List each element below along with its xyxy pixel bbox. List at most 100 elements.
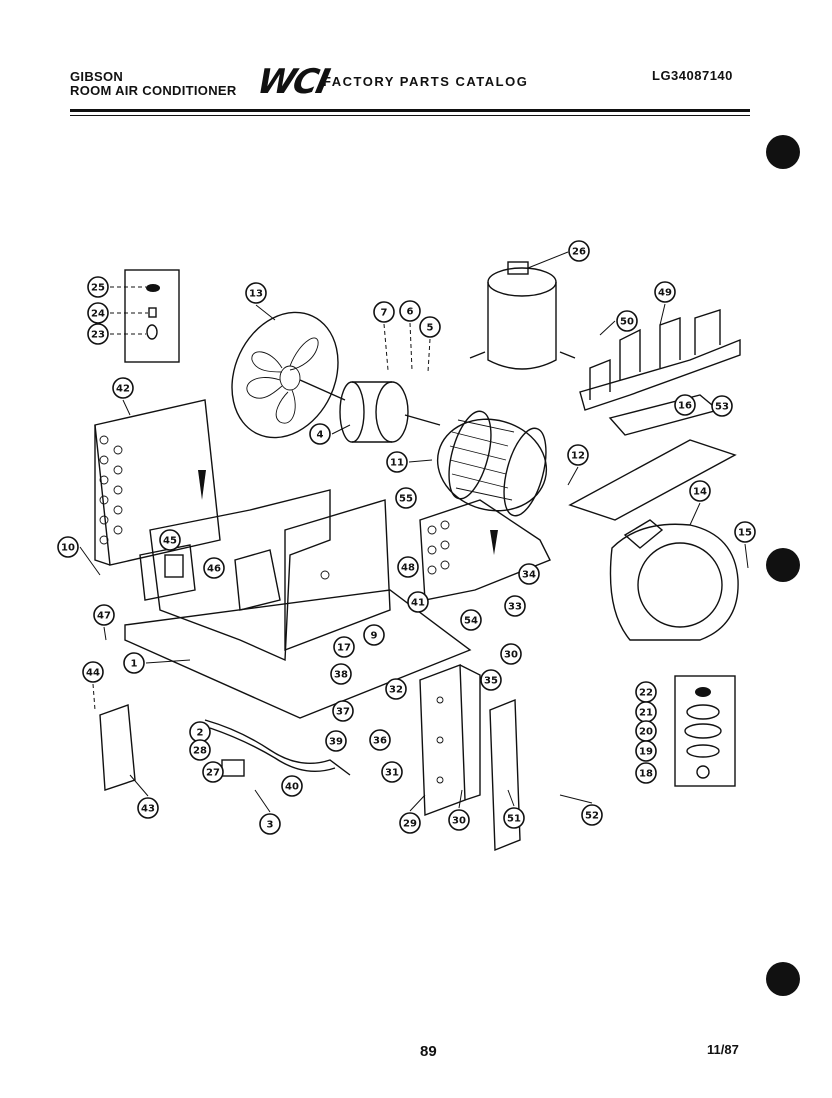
evaporator-coil xyxy=(419,499,551,601)
callout-label: 53 xyxy=(715,402,729,413)
callout-c48: 48 xyxy=(397,556,419,578)
callout-c37: 37 xyxy=(332,700,354,722)
model-code: LG34087140 xyxy=(652,68,733,83)
callout-label: 20 xyxy=(639,727,653,738)
callout-label: 14 xyxy=(693,487,707,498)
callout-c4: 4 xyxy=(309,423,331,445)
blower-wheel xyxy=(436,410,548,517)
callout-label: 16 xyxy=(678,401,692,412)
compressor xyxy=(469,251,576,370)
control-box xyxy=(419,664,521,852)
callout-label: 28 xyxy=(193,746,207,757)
callout-label: 4 xyxy=(317,430,324,441)
callout-label: 18 xyxy=(639,769,653,780)
callout-c44: 44 xyxy=(82,661,104,683)
callout-c52: 52 xyxy=(581,804,603,826)
callout-c20: 20 xyxy=(635,720,657,742)
callout-label: 31 xyxy=(385,768,399,779)
product-name: ROOM AIR CONDITIONER xyxy=(70,83,237,98)
callout-c55: 55 xyxy=(395,487,417,509)
page-number: 89 xyxy=(420,1043,437,1060)
callout-label: 32 xyxy=(389,685,403,696)
callout-label: 34 xyxy=(522,570,536,581)
callout-c1: 1 xyxy=(123,652,145,674)
callout-label: 35 xyxy=(484,676,498,687)
fan-motor xyxy=(299,379,441,443)
catalog-title: FACTORY PARTS CATALOG xyxy=(323,74,529,89)
callout-c9: 9 xyxy=(363,624,385,646)
callout-c3: 3 xyxy=(259,813,281,835)
header-rule-thin xyxy=(70,115,750,116)
callout-c39: 39 xyxy=(325,730,347,752)
callout-c22: 22 xyxy=(635,681,657,703)
callout-label: 11 xyxy=(390,458,404,469)
callout-c18: 18 xyxy=(635,762,657,784)
callout-c24: 24 xyxy=(87,302,109,324)
callout-c30a: 30 xyxy=(500,643,522,665)
callout-c26: 26 xyxy=(568,240,590,262)
callout-c47: 47 xyxy=(93,604,115,626)
callout-c23: 23 xyxy=(87,323,109,345)
callout-c33: 33 xyxy=(504,595,526,617)
callout-label: 51 xyxy=(507,814,521,825)
control-panel-plate xyxy=(568,394,737,521)
callout-c25: 25 xyxy=(87,276,109,298)
callout-label: 21 xyxy=(639,708,653,719)
callout-label: 38 xyxy=(334,670,348,681)
callout-label: 26 xyxy=(572,247,586,258)
callout-c42: 42 xyxy=(112,377,134,399)
callout-c19: 19 xyxy=(635,740,657,762)
callout-label: 17 xyxy=(337,643,351,654)
callout-label: 12 xyxy=(571,451,585,462)
callout-c17: 17 xyxy=(333,636,355,658)
callout-c30b: 30 xyxy=(448,809,470,831)
grommet-kit-box xyxy=(674,675,736,787)
callout-label: 48 xyxy=(401,563,415,574)
callout-c38: 38 xyxy=(330,663,352,685)
callout-c5: 5 xyxy=(419,316,441,338)
catalog-date: 11/87 xyxy=(707,1042,739,1057)
callout-label: 24 xyxy=(91,309,105,320)
condenser-fan-blade xyxy=(231,311,339,439)
callout-label: 44 xyxy=(86,668,100,679)
callout-label: 40 xyxy=(285,782,299,793)
callout-label: 23 xyxy=(91,330,105,341)
callout-label: 49 xyxy=(658,288,672,299)
callout-label: 7 xyxy=(381,308,388,319)
callout-c34: 34 xyxy=(518,563,540,585)
callout-c28: 28 xyxy=(189,739,211,761)
blower-housing-scroll xyxy=(609,519,739,641)
callout-label: 5 xyxy=(427,323,434,334)
callout-label: 30 xyxy=(504,650,518,661)
callout-label: 22 xyxy=(639,688,653,699)
callout-c12: 12 xyxy=(567,444,589,466)
callout-label: 50 xyxy=(620,317,634,328)
callout-label: 36 xyxy=(373,736,387,747)
callout-c31: 31 xyxy=(381,761,403,783)
callout-c29: 29 xyxy=(399,812,421,834)
callout-label: 46 xyxy=(207,564,221,575)
callout-label: 43 xyxy=(141,804,155,815)
callout-label: 30 xyxy=(452,816,466,827)
callout-c35: 35 xyxy=(480,669,502,691)
callout-c21: 21 xyxy=(635,701,657,723)
header-rule-thick xyxy=(70,109,750,112)
callout-label: 54 xyxy=(464,616,478,627)
callout-label: 2 xyxy=(197,728,204,739)
callout-c45: 45 xyxy=(159,529,181,551)
callout-c7: 7 xyxy=(373,301,395,323)
binder-hole-middle xyxy=(766,548,800,582)
callout-label: 27 xyxy=(206,768,220,779)
header-brand-block: GIBSON ROOM AIR CONDITIONER xyxy=(70,70,237,98)
callout-c49: 49 xyxy=(654,281,676,303)
callout-c43: 43 xyxy=(137,797,159,819)
callout-label: 52 xyxy=(585,811,599,822)
callout-label: 37 xyxy=(336,707,350,718)
callout-c40: 40 xyxy=(281,775,303,797)
callout-label: 39 xyxy=(329,737,343,748)
callout-c16: 16 xyxy=(674,394,696,416)
callout-label: 3 xyxy=(267,820,274,831)
callout-c10: 10 xyxy=(57,536,79,558)
callout-label: 1 xyxy=(131,659,138,670)
